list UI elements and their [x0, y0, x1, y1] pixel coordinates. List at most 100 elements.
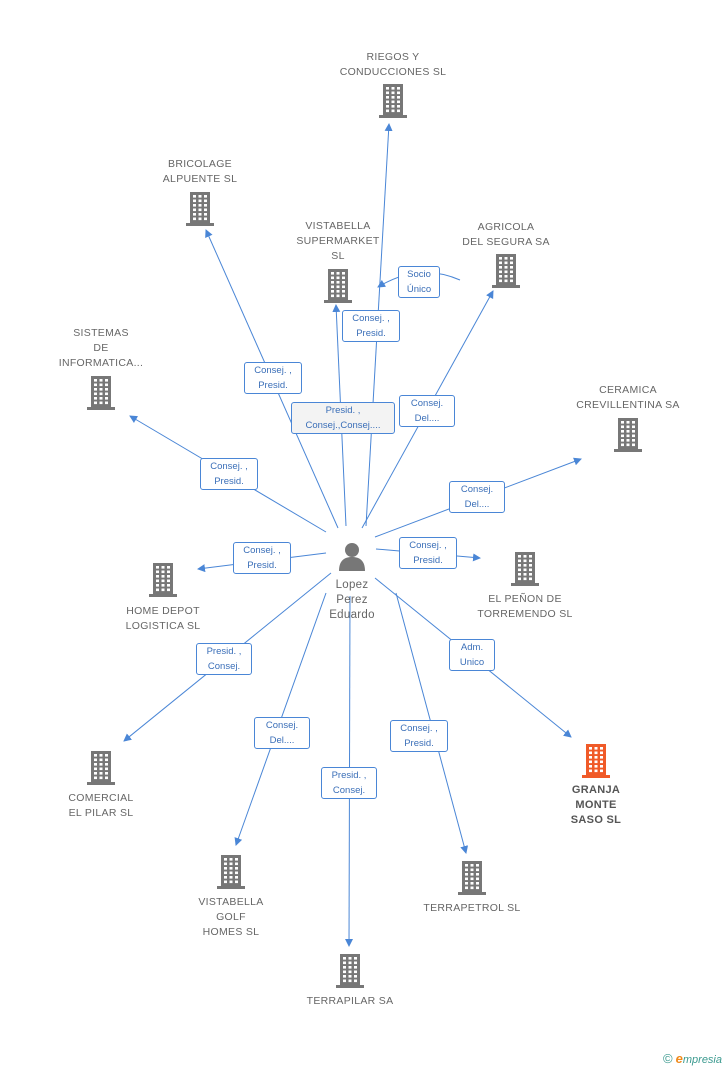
relation-label-line: Consej. , [409, 540, 447, 551]
relation-label[interactable]: Consej. , Presid. [342, 310, 400, 342]
company-name-line: SL [331, 250, 345, 262]
company-name-line: BRICOLAGE [168, 158, 232, 170]
company-name-line: GOLF [216, 911, 246, 923]
company-name-line: VISTABELLA [198, 896, 264, 908]
company-name-line: DE [93, 342, 109, 354]
building-icon[interactable] [215, 855, 247, 894]
company-name-line: COMERCIAL [68, 792, 134, 804]
company-name-line: CERAMICA [599, 384, 657, 396]
company-label-terrapilar[interactable]: TERRAPILAR SA [270, 994, 430, 1009]
company-name-line: MONTE [575, 799, 617, 811]
building-icon[interactable] [456, 861, 488, 900]
company-name-line: EL PEÑON DE [488, 593, 562, 605]
company-name-line: CREVILLENTINA SA [576, 399, 680, 411]
company-name-line: TERRAPILAR SA [306, 995, 394, 1007]
brand-name: mpresia [682, 1054, 722, 1066]
company-label-home-depot[interactable]: HOME DEPOT LOGISTICA SL [83, 604, 243, 634]
company-label-granja[interactable]: GRANJA MONTE SASO SL [516, 783, 676, 828]
relation-label-line: Consej. [265, 720, 299, 731]
building-icon[interactable] [85, 376, 117, 415]
relation-label-line: Presid. [404, 738, 434, 749]
relation-label-line: Consej. , [243, 545, 281, 556]
company-label-ceramica[interactable]: CERAMICA CREVILLENTINA SA [548, 383, 708, 413]
relation-label-line: Unico [459, 657, 485, 668]
company-label-agricola[interactable]: AGRICOLA DEL SEGURA SA [426, 220, 586, 250]
copyright-icon: © [663, 1051, 673, 1066]
brand-e: e [675, 1051, 683, 1066]
relation-label-line: Del.... [269, 735, 295, 746]
building-icon[interactable] [612, 418, 644, 457]
company-name-line: DEL SEGURA SA [462, 236, 550, 248]
company-name-line: ALPUENTE SL [162, 173, 238, 185]
relation-label-line: Consej. , [400, 723, 438, 734]
company-name-line: HOME DEPOT [126, 605, 200, 617]
relation-label[interactable]: Consej. ,Presid. [233, 542, 291, 574]
relation-label[interactable]: Presid. , Consej.,Consej.... [291, 402, 395, 434]
relation-label-line: Consej. [460, 484, 494, 495]
relation-label-line: Socio [407, 269, 431, 280]
relation-label-line: Presid. [356, 328, 386, 339]
building-icon[interactable] [147, 563, 179, 602]
company-name-line: TERRAPETROL SL [423, 902, 521, 914]
company-name-line: EL PILAR SL [68, 807, 134, 819]
company-name-line: LOGISTICA SL [125, 620, 201, 632]
company-name-line: CONDUCCIONES SL [339, 66, 447, 78]
relation-label[interactable]: Consej. Del.... [449, 481, 505, 513]
company-label-comercial[interactable]: COMERCIAL EL PILAR SL [21, 791, 181, 821]
relation-label-line: Presid. , [331, 770, 367, 781]
relation-label[interactable]: Consej. Del.... [254, 717, 310, 749]
relation-label-line: Consej. , [352, 313, 390, 324]
relation-label-line: Presid. , [206, 646, 242, 657]
company-label-terrapetrol[interactable]: TERRAPETROL SL [392, 901, 552, 916]
company-name-line: INFORMATICA... [58, 357, 144, 369]
company-label-vistabella-super[interactable]: VISTABELLA SUPERMARKET SL [258, 219, 418, 264]
company-label-bricolage[interactable]: BRICOLAGE ALPUENTE SL [120, 157, 280, 187]
building-icon[interactable] [580, 744, 612, 783]
company-name-line: AGRICOLA [477, 221, 535, 233]
building-icon[interactable] [184, 192, 216, 231]
person-name-line: Lopez [335, 579, 369, 591]
relation-label-line: Del.... [464, 499, 490, 510]
relation-label-line: Presid. [258, 380, 288, 391]
company-name-line: SISTEMAS [73, 327, 129, 339]
company-name-line: HOMES SL [202, 926, 260, 938]
relation-label[interactable]: Consej. , Presid. [390, 720, 448, 752]
relation-label-line: Presid. [413, 555, 443, 566]
building-icon[interactable] [509, 552, 541, 591]
building-icon[interactable] [322, 269, 354, 308]
relation-label-line: Presid. , [325, 405, 361, 416]
relation-label-line: Adm. [460, 642, 484, 653]
relation-label[interactable]: Presid. , Consej. [196, 643, 252, 675]
relation-label-line: Consej. [332, 785, 366, 796]
relation-label-line: Consej. [410, 398, 444, 409]
relation-label[interactable]: Presid. , Consej. [321, 767, 377, 799]
relation-label[interactable]: Consej. ,Presid. [200, 458, 258, 490]
relation-label-line: Único [406, 284, 432, 295]
building-icon[interactable] [377, 84, 409, 123]
company-name-line: SASO SL [570, 814, 622, 826]
footer-brand: ©empresia [663, 1051, 722, 1066]
relation-label-line: Consej.,Consej.... [305, 420, 381, 431]
company-name-line: SUPERMARKET [296, 235, 380, 247]
person-name-line: Perez [336, 594, 368, 606]
person-name-line: Eduardo [329, 609, 375, 621]
building-icon[interactable] [334, 954, 366, 993]
company-label-sistemas[interactable]: SISTEMAS DE INFORMATICA... [21, 326, 181, 371]
relation-label[interactable]: Consej. , Presid. [399, 537, 457, 569]
person-icon[interactable] [338, 541, 366, 576]
relation-label[interactable]: Consej.Del.... [399, 395, 455, 427]
company-label-vistabella-golf[interactable]: VISTABELLA GOLF HOMES SL [151, 895, 311, 940]
relation-label[interactable]: Adm. Unico [449, 639, 495, 671]
relation-label[interactable]: Consej. , Presid. [244, 362, 302, 394]
company-name-line: TORREMENDO SL [477, 608, 573, 620]
building-icon[interactable] [490, 254, 522, 293]
relation-label-line: Consej. , [254, 365, 292, 376]
relation-label-line: Consej. [207, 661, 241, 672]
building-icon[interactable] [85, 751, 117, 790]
company-label-penon[interactable]: EL PEÑON DE TORREMENDO SL [445, 592, 605, 622]
company-name-line: VISTABELLA [305, 220, 371, 232]
company-name-line: GRANJA [571, 784, 621, 796]
